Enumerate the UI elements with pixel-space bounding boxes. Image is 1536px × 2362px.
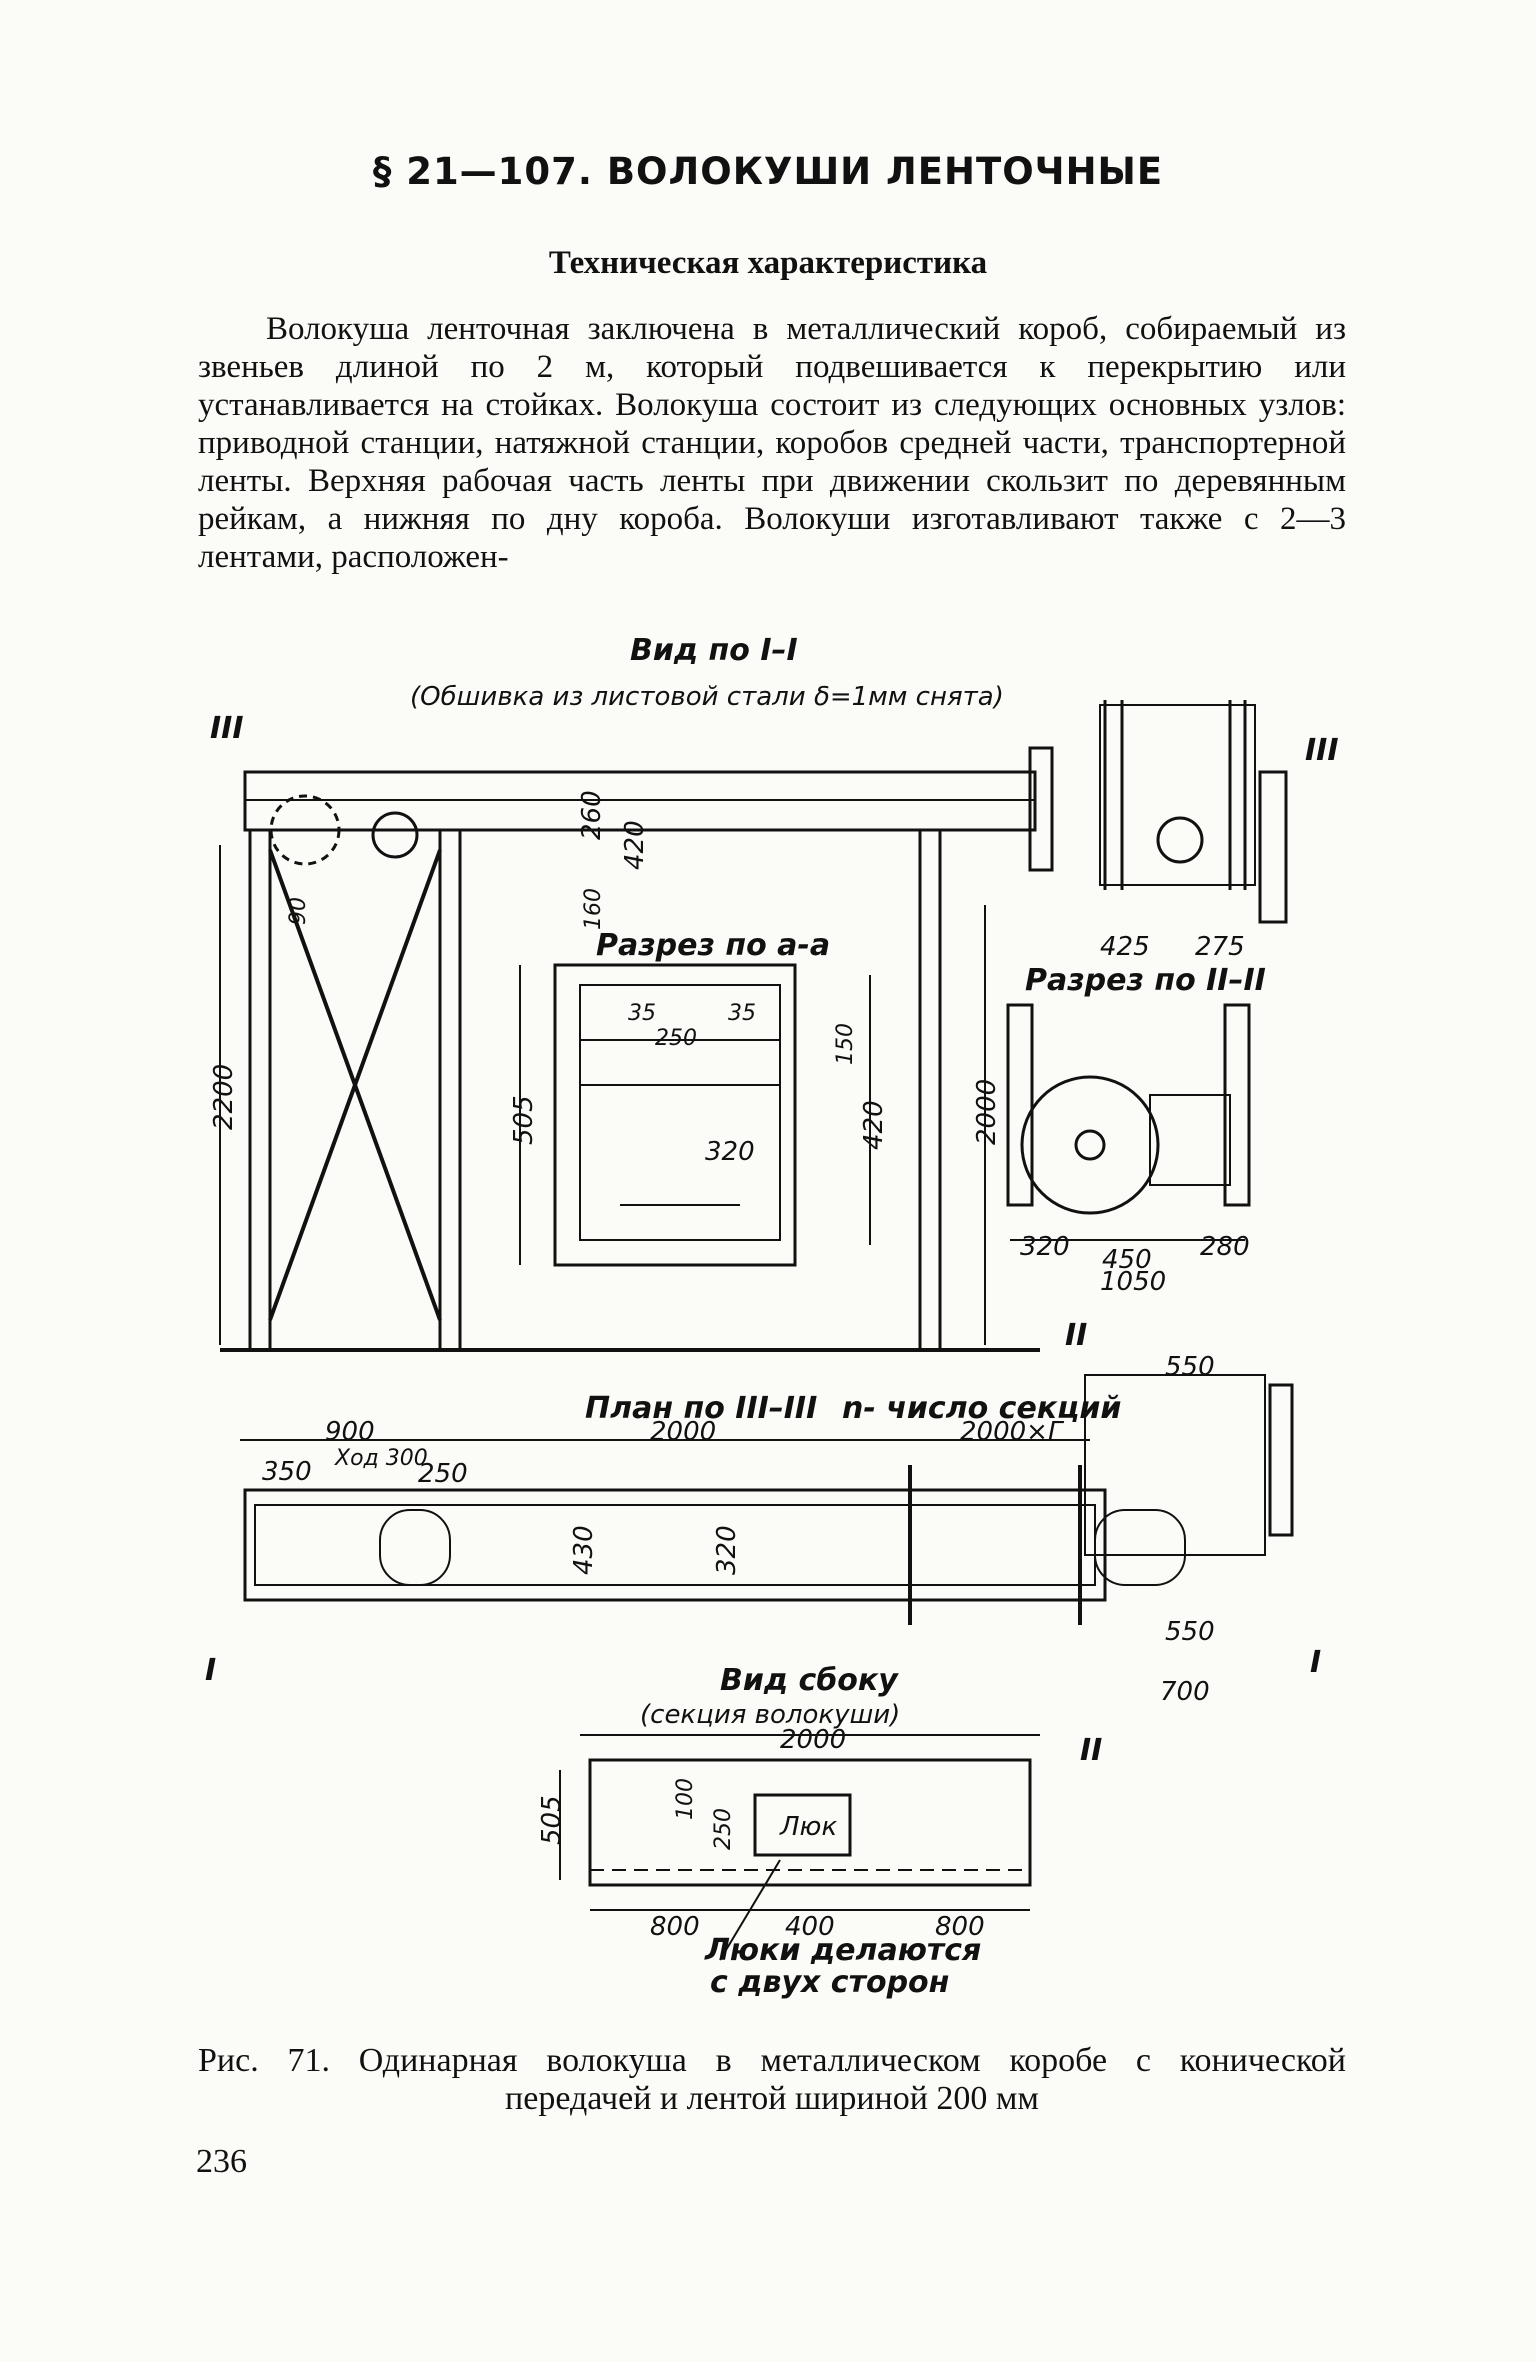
dim-1050: 1050 — [1100, 1267, 1166, 1297]
section-heading: § 21—107. ВОЛОКУШИ ЛЕНТОЧНЫЕ — [372, 150, 1164, 193]
left-post — [248, 828, 272, 1352]
dim-35-b: 35 — [728, 1001, 756, 1026]
section-mark-I-right: I — [1310, 1645, 1321, 1680]
dim-250-b: 250 — [418, 1459, 468, 1489]
dim-2000-n: 2000×Г — [960, 1417, 1065, 1447]
dim-250-c: 250 — [711, 1808, 736, 1850]
plan-box — [243, 1488, 1107, 1602]
left-post-2 — [438, 828, 462, 1352]
section-2-label: Разрез по II–II — [1025, 963, 1266, 998]
drive-plate — [1028, 746, 1054, 872]
dim-2000-c: 2000 — [780, 1725, 846, 1755]
dim-430: 430 — [569, 1525, 599, 1575]
side-view-note: (секция волокуши) — [640, 1700, 900, 1730]
section-mark-II-bottom: II — [1080, 1733, 1102, 1768]
caption-line-2: передачей и лентой шириной 200 мм — [505, 2080, 1039, 2117]
dim-450: 450 — [1102, 1245, 1152, 1275]
dim-800-b: 800 — [935, 1912, 985, 1942]
plan-title: План по III–III — [585, 1391, 817, 1426]
hatch-note-2: с двух сторон — [710, 1965, 949, 2000]
dim-420-b: 420 — [859, 1100, 889, 1150]
dim-stroke: Ход 300 — [334, 1446, 428, 1471]
dim-900: 900 — [325, 1417, 375, 1447]
hatch-note-1: Люки делаются — [704, 1933, 981, 1968]
dim-320-b: 320 — [1020, 1232, 1070, 1262]
dim-550-b: 550 — [1165, 1617, 1215, 1647]
dim-260: 260 — [577, 790, 607, 840]
caption-line-1: Рис. 71. Одинарная волокуша в металличес… — [198, 2042, 1346, 2079]
dim-800-a: 800 — [650, 1912, 700, 1942]
dim-280: 280 — [1200, 1232, 1250, 1262]
dim-90: 90 — [286, 897, 311, 925]
side-view-box — [588, 1758, 1032, 1887]
dim-275: 275 — [1195, 932, 1245, 962]
dim-425: 425 — [1100, 932, 1150, 962]
dim-250: 250 — [655, 1026, 697, 1051]
section-aa-label: Разрез по а-а — [596, 928, 830, 963]
dim-150: 150 — [833, 1023, 858, 1065]
section-mark-III-right: III — [1305, 733, 1339, 768]
side-view-title: Вид сбоку — [720, 1663, 899, 1698]
dim-350: 350 — [262, 1457, 312, 1487]
dim-700: 700 — [1160, 1677, 1210, 1707]
dim-320-c: 320 — [712, 1525, 742, 1575]
right-post — [918, 828, 942, 1352]
body-paragraph: Волокуша ленточная заключена в металличе… — [198, 311, 1346, 575]
section-aa — [553, 963, 797, 1267]
figure-caption: Рис. 71. Одинарная волокуша в металличес… — [198, 2042, 1346, 2118]
dim-320: 320 — [705, 1137, 755, 1167]
dim-2000-vertical: 2000 — [972, 1079, 1002, 1145]
page-number: 236 — [196, 2143, 247, 2180]
dim-160: 160 — [581, 888, 606, 930]
hatch-label: Люк — [779, 1812, 837, 1842]
end-plate — [1258, 770, 1288, 924]
section-subheading: Техническая характеристика — [548, 245, 988, 281]
view-note: (Обшивка из листовой стали δ=1мм снята) — [410, 682, 1004, 712]
view-title: Вид по I–I — [630, 633, 798, 668]
dim-505-b: 505 — [537, 1795, 567, 1845]
section-mark-II-top: II — [1065, 1318, 1087, 1353]
dim-550-a: 550 — [1165, 1352, 1215, 1382]
hatch — [753, 1793, 852, 1857]
dim-2000: 2000 — [650, 1417, 716, 1447]
dim-100: 100 — [673, 1778, 698, 1820]
dim-2200: 2200 — [209, 1064, 239, 1130]
section-mark-I-left: I — [205, 1653, 216, 1688]
sections-note: n- число секций — [842, 1391, 1121, 1426]
dim-400: 400 — [785, 1912, 835, 1942]
tension-drum — [269, 794, 341, 866]
dim-35-a: 35 — [628, 1001, 656, 1026]
section-mark-III-left: III — [210, 711, 244, 746]
dim-505: 505 — [509, 1095, 539, 1145]
dim-420: 420 — [620, 820, 650, 870]
